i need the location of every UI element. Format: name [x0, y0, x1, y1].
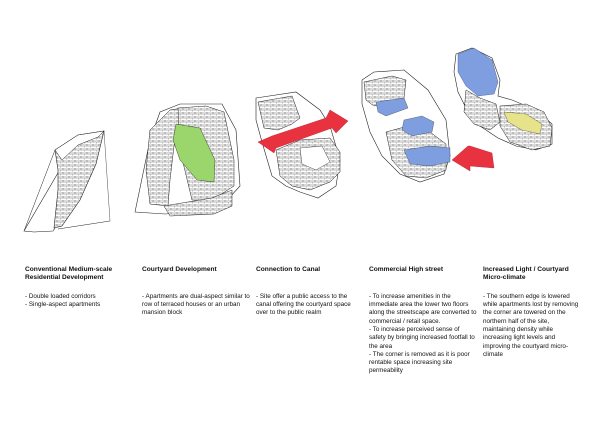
bullet-item: - To increase perceived sense of safety …	[369, 325, 475, 350]
model-commercial-high-street	[361, 69, 495, 183]
model-conventional	[23, 130, 111, 233]
bullet-item: - Apartments are dual-aspect similar to …	[142, 292, 250, 317]
bullet-item: - The corner is removed as it is poor re…	[369, 350, 470, 375]
arrow-canal-access	[257, 109, 349, 154]
stage-bullets: - Apartments are dual-aspect similar to …	[142, 293, 250, 318]
tower-north-blue	[457, 47, 499, 97]
courtyard-yellow	[503, 111, 543, 135]
stage-title: Conventional Medium-scale Residential De…	[25, 266, 113, 282]
model-courtyard	[134, 103, 241, 217]
bullet-item: - Single-aspect apartments	[25, 301, 101, 309]
stage-title: Courtyard Development	[142, 266, 217, 273]
bullet-item: - Site offer a public access to the cana…	[256, 292, 351, 317]
model-increased-light	[453, 47, 553, 151]
stage-canal: Connection to Canal - Site offer a publi…	[256, 266, 364, 318]
stage-bullets: - The southern edge is lowered while apa…	[483, 293, 583, 359]
stage-courtyard: Courtyard Development - Apartments are d…	[142, 266, 250, 318]
stage-title: Commercial High street	[369, 266, 444, 273]
stage-bullets: - Double loaded corridors - Single-aspec…	[25, 293, 133, 310]
courtyard-green	[172, 123, 216, 183]
bullet-item: - Double loaded corridors	[25, 292, 96, 300]
stage-title: Increased Light / Courtyard Micro-climat…	[483, 266, 569, 282]
stage-conventional: Conventional Medium-scale Residential De…	[25, 266, 133, 309]
retail-corner-blue	[401, 115, 435, 137]
bullet-item: - The southern edge is lowered while apa…	[483, 292, 579, 358]
stage-commercial: Commercial High street - To increase ame…	[369, 266, 477, 376]
retail-base-blue	[403, 145, 451, 167]
stage-title: Connection to Canal	[256, 266, 321, 273]
model-canal-connection	[255, 91, 349, 199]
stage-bullets: - Site offer a public access to the cana…	[256, 293, 364, 318]
bullet-item: - To increase amenities in the immediate…	[369, 292, 477, 325]
arrow-footfall	[451, 145, 495, 172]
stage-bullets: - To increase amenities in the immediate…	[369, 293, 477, 376]
stage-light: Increased Light / Courtyard Micro-climat…	[483, 266, 583, 359]
retail-frontage-blue	[375, 97, 409, 117]
